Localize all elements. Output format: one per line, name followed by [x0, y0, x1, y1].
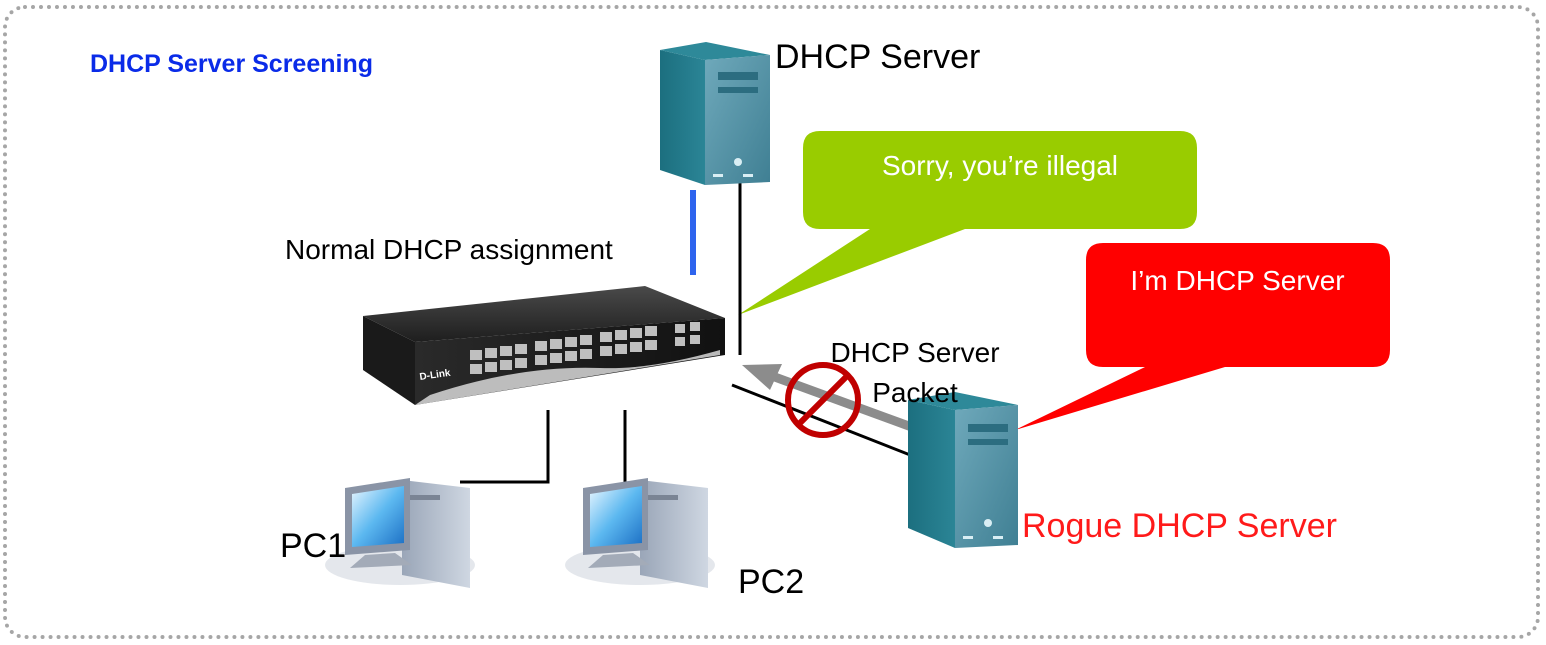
switch-icon: D-Link: [363, 286, 725, 405]
pc2-label: PC2: [738, 563, 805, 601]
dhcp-server-label: DHCP Server: [775, 38, 981, 76]
pc1-icon: [325, 478, 475, 588]
pc1-label: PC1: [280, 527, 347, 565]
rogue-link: [731, 383, 929, 464]
green-callout-text: Sorry, you’re illegal: [881, 150, 1119, 181]
green-callout: [738, 131, 1197, 315]
dhcp-server-icon: [660, 42, 770, 185]
diagram-title: DHCP Server Screening: [90, 50, 373, 78]
switch-brand-label: D-Link: [419, 368, 452, 383]
network-links: [460, 183, 929, 485]
normal-assignment-label: Normal DHCP assignment: [285, 234, 613, 265]
prohibited-icon: [785, 362, 861, 438]
diagram-frame: [3, 5, 1540, 639]
rogue-server-icon: [908, 392, 1018, 548]
pc1-link: [460, 410, 550, 484]
pc2-icon: [565, 478, 715, 588]
packet-arrow: [742, 364, 919, 434]
rogue-server-label: Rogue DHCP Server: [1022, 507, 1337, 545]
packet-label: DHCP Server Packet: [830, 337, 1000, 408]
red-callout: [1015, 243, 1390, 430]
red-callout-text: I’m DHCP Server: [1130, 265, 1345, 296]
